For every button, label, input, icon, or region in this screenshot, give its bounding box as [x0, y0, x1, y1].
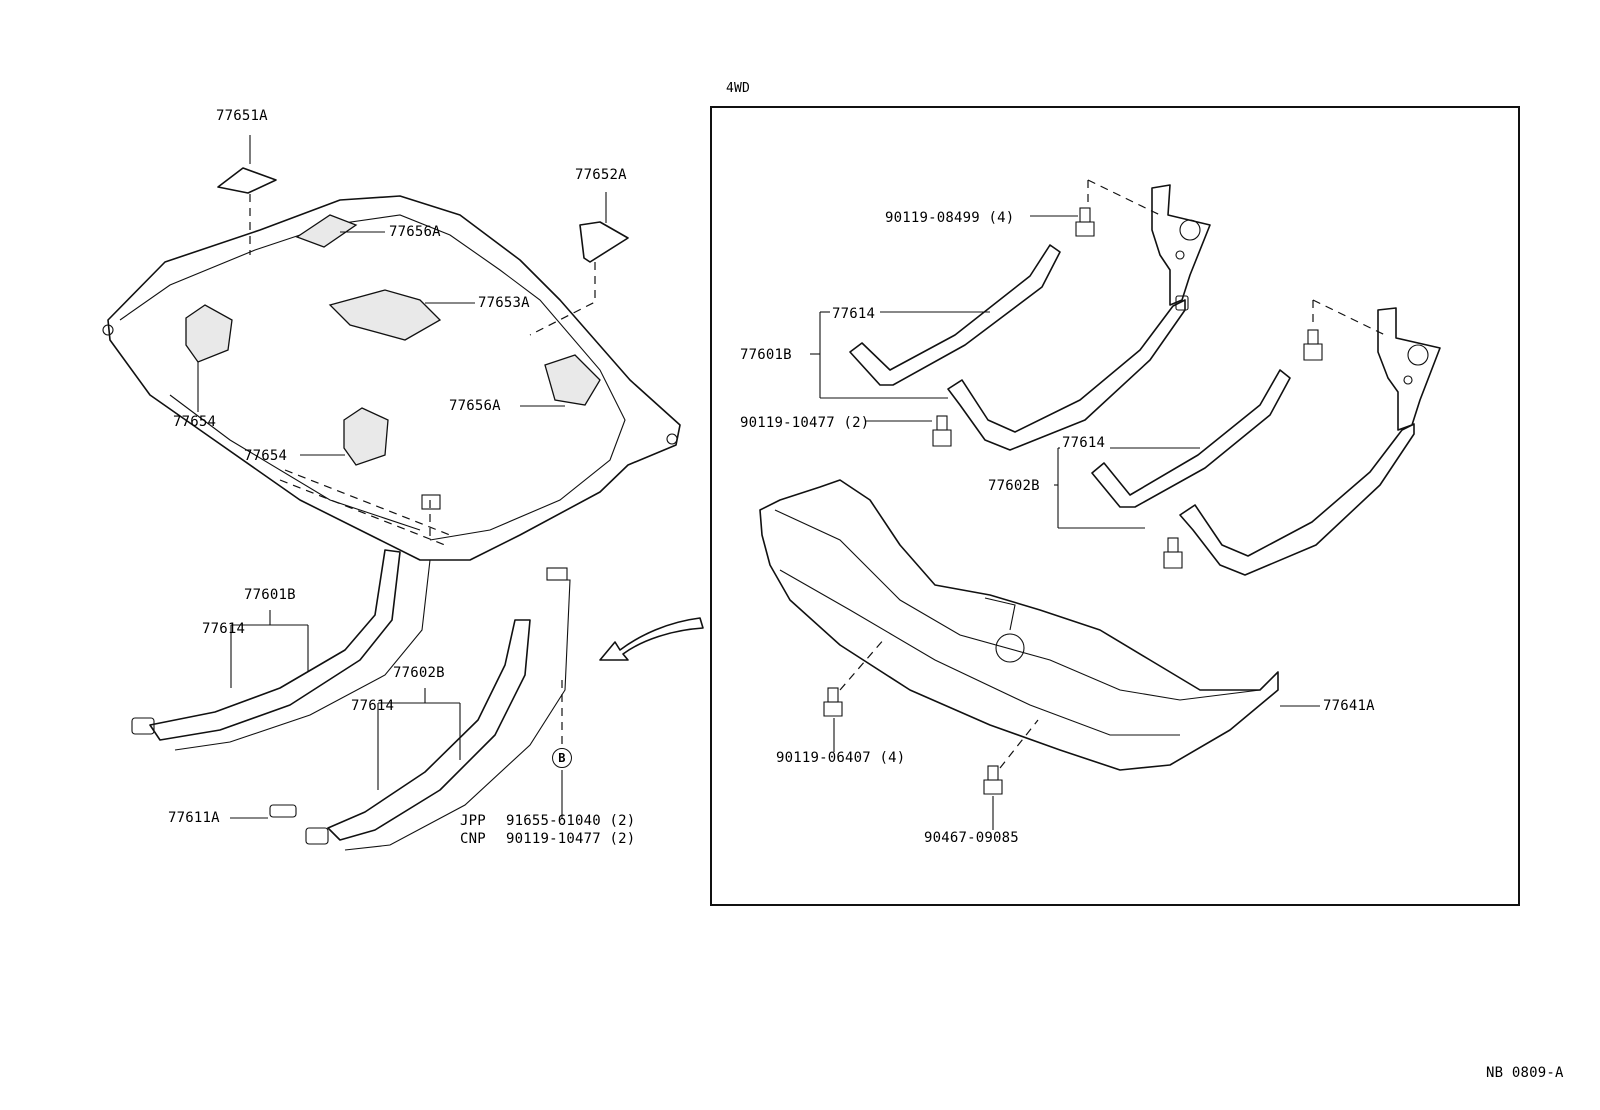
inset-strap-77602B	[1179, 423, 1415, 576]
label-cnp: CNP	[460, 831, 486, 847]
pin-77611A	[269, 804, 297, 818]
label-cnp-part: 90119-10477 (2)	[506, 831, 636, 847]
inset-strap-77614-b	[1091, 369, 1291, 508]
label-77611A: 77611A	[168, 810, 220, 826]
inset-4wd-frame	[710, 106, 1520, 906]
strap-77601B	[149, 549, 401, 741]
label-inset-77601B: 77601B	[740, 347, 792, 363]
fuel-tank-straps	[131, 549, 704, 851]
label-77614-b: 77614	[351, 698, 395, 714]
label-77653A: 77653A	[478, 295, 530, 311]
label-77654-b: 77654	[244, 448, 288, 464]
skid-plate-77641A	[759, 479, 1279, 771]
pad-77651A	[217, 167, 277, 194]
inset-strap-77614-a	[849, 244, 1061, 386]
callout-b: B	[552, 748, 572, 768]
label-bolt-06407: 90119-06407 (4)	[776, 750, 906, 766]
inset-bracket-upper	[1151, 184, 1211, 306]
pad-77652A	[579, 221, 629, 263]
label-77601B: 77601B	[244, 587, 296, 603]
inset-4wd-assembly	[759, 179, 1441, 830]
label-77641A: 77641A	[1323, 698, 1375, 714]
diagram-reference: NB 0809-A	[1486, 1065, 1564, 1081]
label-bolt-09085: 90467-09085	[924, 830, 1019, 846]
label-77602B: 77602B	[393, 665, 445, 681]
label-77656A-mid: 77656A	[449, 398, 501, 414]
inset-strap-77601B	[947, 299, 1186, 451]
label-inset-title: 4WD	[726, 81, 751, 96]
label-jpp: JPP	[460, 813, 486, 829]
label-inset-77614-a: 77614	[832, 306, 876, 322]
label-bolt-08499: 90119-08499 (4)	[885, 210, 1015, 226]
label-77652A: 77652A	[575, 167, 627, 183]
label-77656A-top: 77656A	[389, 224, 441, 240]
fuel-tank-body	[107, 195, 681, 561]
label-bolt-10477: 90119-10477 (2)	[740, 415, 870, 431]
label-77651A: 77651A	[216, 108, 268, 124]
label-77654-a: 77654	[173, 414, 217, 430]
inset-bracket-lower	[1377, 307, 1441, 431]
strap-77602B	[327, 619, 531, 841]
label-77614-a: 77614	[202, 621, 246, 637]
label-inset-77614-b: 77614	[1062, 435, 1106, 451]
fuel-tank-assembly	[102, 135, 681, 561]
label-inset-77602B: 77602B	[988, 478, 1040, 494]
label-jpp-part: 91655-61040 (2)	[506, 813, 636, 829]
